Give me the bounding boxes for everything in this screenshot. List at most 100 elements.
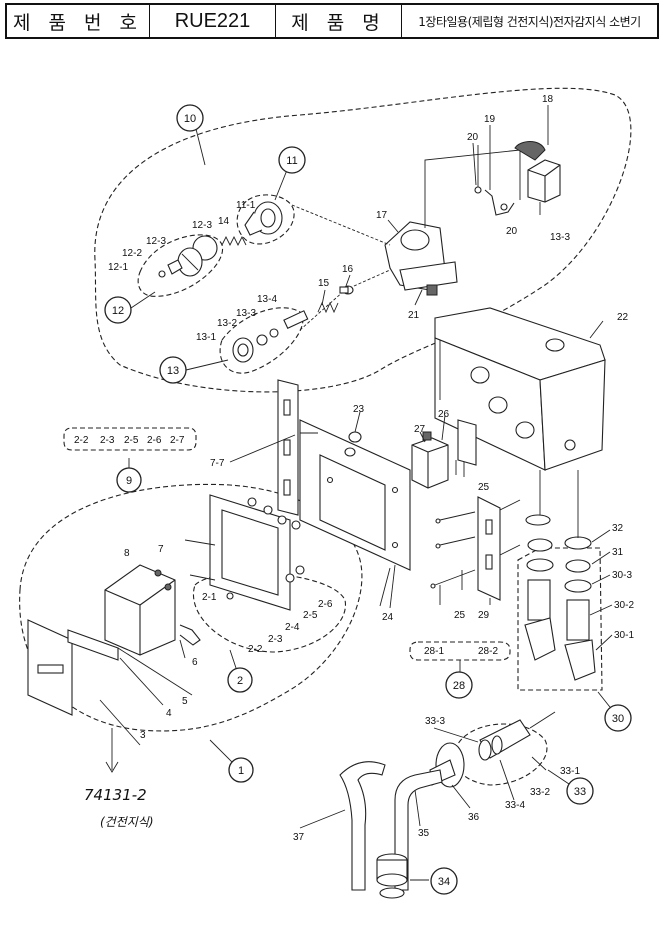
button-12-assembly [158,235,218,278]
svg-text:30-1: 30-1 [614,630,634,641]
svg-text:2-5: 2-5 [303,610,318,621]
callout-11: 11 [278,146,306,174]
group-13-outline [219,307,304,374]
svg-text:24: 24 [382,612,394,623]
svg-text:2-2: 2-2 [74,435,89,446]
svg-text:28: 28 [453,680,465,692]
spring-15 [317,301,339,314]
leader-lines [99,105,618,881]
svg-text:13-2: 13-2 [217,318,237,329]
dash-line-15 [299,269,391,331]
callout-1: 1 [228,757,254,783]
svg-text:12: 12 [112,305,124,317]
svg-text:11: 11 [286,155,297,167]
callout-10: 10 [176,104,204,132]
wire-clip-19 [474,145,515,216]
group-33-outline [453,723,548,786]
svg-text:12-3: 12-3 [146,236,166,247]
svg-text:20: 20 [506,226,518,237]
group-11-outline [236,194,295,245]
handwritten-code: 74131-2 [84,786,147,804]
svg-text:37: 37 [293,832,305,843]
svg-text:14: 14 [218,216,230,227]
svg-text:18: 18 [542,94,554,105]
svg-text:2-6: 2-6 [147,435,162,446]
svg-text:31: 31 [612,547,624,558]
svg-text:9: 9 [126,475,132,487]
part-labels: 20 19 18 20 13-3 17 16 15 13-4 13-3 13-2… [108,94,634,843]
connector-34 [376,853,408,899]
svg-text:25: 25 [478,482,490,493]
svg-text:29: 29 [478,610,490,621]
svg-text:2-6: 2-6 [318,599,333,610]
svg-text:17: 17 [376,210,388,221]
svg-text:33-4: 33-4 [505,800,525,811]
svg-text:2-7: 2-7 [170,435,185,446]
svg-text:27: 27 [414,424,426,435]
svg-text:7: 7 [158,544,164,555]
svg-text:2-1: 2-1 [202,592,217,603]
callout-34: 34 [430,867,458,895]
valve-16 [339,285,354,295]
svg-text:7-7: 7-7 [210,458,225,469]
svg-text:12-2: 12-2 [122,248,142,259]
title-block: 제 품 번 호 RUE221 제 품 명 1장타일용(제립형 건전지식)전자감지… [5,3,659,39]
svg-text:13-1: 13-1 [196,332,216,343]
wire-17-to-18 [424,149,521,228]
svg-text:26: 26 [438,409,450,420]
battery-holder-27 [411,431,449,489]
svg-text:20: 20 [467,132,479,143]
svg-text:11-1: 11-1 [236,200,256,211]
solenoid-box-18 [514,141,561,215]
bracket-26 [455,419,477,477]
product-number: RUE221 [150,5,276,37]
svg-text:25: 25 [454,610,466,621]
svg-text:2-3: 2-3 [100,435,115,446]
svg-text:15: 15 [318,278,330,289]
valve-assembly-13 [232,310,309,363]
housing-box-22 [434,307,606,471]
svg-text:2-5: 2-5 [124,435,139,446]
svg-text:30: 30 [612,713,624,725]
product-number-label: 제 품 번 호 [7,5,150,37]
svg-text:30-3: 30-3 [612,570,632,581]
svg-text:28-2: 28-2 [478,646,498,657]
svg-text:16: 16 [342,264,354,275]
group-1-outline [19,483,363,732]
svg-text:23: 23 [353,404,365,415]
sensor-body-17 [384,221,458,296]
product-name-label: 제 품 명 [276,5,402,37]
svg-text:5: 5 [182,696,188,707]
svg-text:2-4: 2-4 [285,622,300,633]
handwritten-note: (건전지식) [100,815,154,829]
product-name: 1장타일용(제립형 건전지식)전자감지식 소변기 [418,14,641,29]
callout-30: 30 [604,704,632,732]
mounting-plate-24 [277,379,411,571]
frame-2 [184,494,305,611]
bracket-29 [477,496,501,601]
svg-text:1: 1 [238,765,244,777]
svg-text:33-1: 33-1 [560,766,580,777]
svg-text:13-3: 13-3 [236,308,256,319]
group-9-outline [63,427,197,451]
svg-text:35: 35 [418,828,430,839]
callout-28: 28 [445,671,473,699]
nozzle-11-1 [244,201,283,236]
svg-text:34: 34 [438,876,450,888]
svg-text:8: 8 [124,548,130,559]
svg-text:32: 32 [612,523,624,534]
callout-33: 33 [566,777,594,805]
svg-text:30-2: 30-2 [614,600,634,611]
fitting-30-right [564,536,596,681]
group-12-outline [137,234,224,297]
svg-text:3: 3 [140,730,146,741]
spring-14 [221,235,247,247]
svg-text:33-2: 33-2 [530,787,550,798]
sensor-module-6 [104,564,201,656]
dash-line-11 [291,204,391,246]
svg-text:12-3: 12-3 [192,220,212,231]
nut-23 [300,431,362,457]
callout-13: 13 [159,356,187,384]
svg-text:13-4: 13-4 [257,294,277,305]
